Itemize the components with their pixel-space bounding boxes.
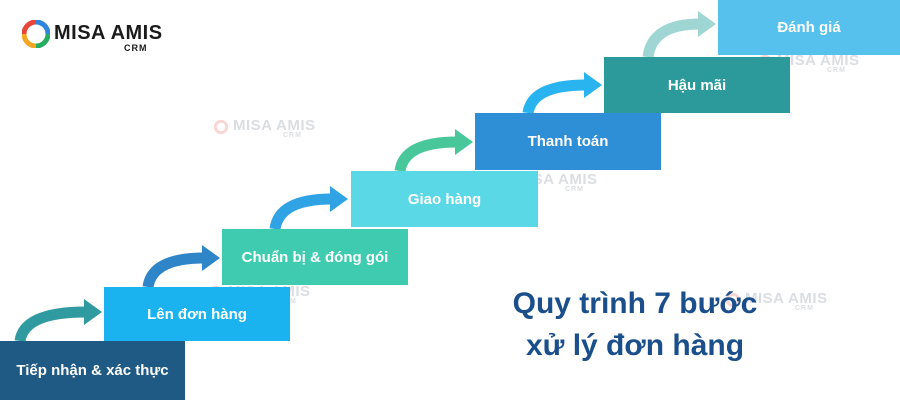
arrow-head-icon [584,72,602,98]
step-1-label: Tiếp nhận & xác thực [16,362,169,379]
step-2-label: Lên đơn hàng [147,305,247,323]
step-7: Đánh giá [718,0,900,55]
step-arrow [142,252,205,289]
title-line-2: xử lý đơn hàng [525,329,745,362]
step-2: Lên đơn hàng [104,287,290,341]
arrow-head-icon [202,245,220,271]
step-6-label: Hậu mãi [667,76,727,94]
arrow-head-icon [698,11,716,37]
title-line-1: Quy trình 7 bước [512,287,758,320]
arrow-head-icon [455,129,473,155]
step-arrow [269,193,333,231]
step-3: Chuẩn bị & đóng gói [222,229,408,285]
step-3-label: Chuẩn bị & đóng gói [241,248,389,266]
step-arrow [14,306,87,343]
diagram-title: Quy trình 7 bước xử lý đơn hàng [470,283,800,367]
arrow-head-icon [84,299,102,325]
step-4: Giao hàng [351,171,538,227]
brand-name: MISA AMIS [54,22,163,44]
arrow-head-icon [330,186,348,212]
step-arrow [642,18,701,59]
step-arrow [394,136,458,173]
step-5-label: Thanh toán [527,133,609,150]
step-5: Thanh toán [475,113,661,170]
misa-ring-logo-icon [22,20,50,48]
step-4-label: Giao hàng [407,190,482,208]
step-6: Hậu mãi [604,57,790,113]
step-arrow [522,79,587,115]
step-1: Tiếp nhận & xác thực [0,341,185,400]
step-7-label: Đánh giá [777,19,841,36]
brand-sub: CRM [124,43,148,53]
